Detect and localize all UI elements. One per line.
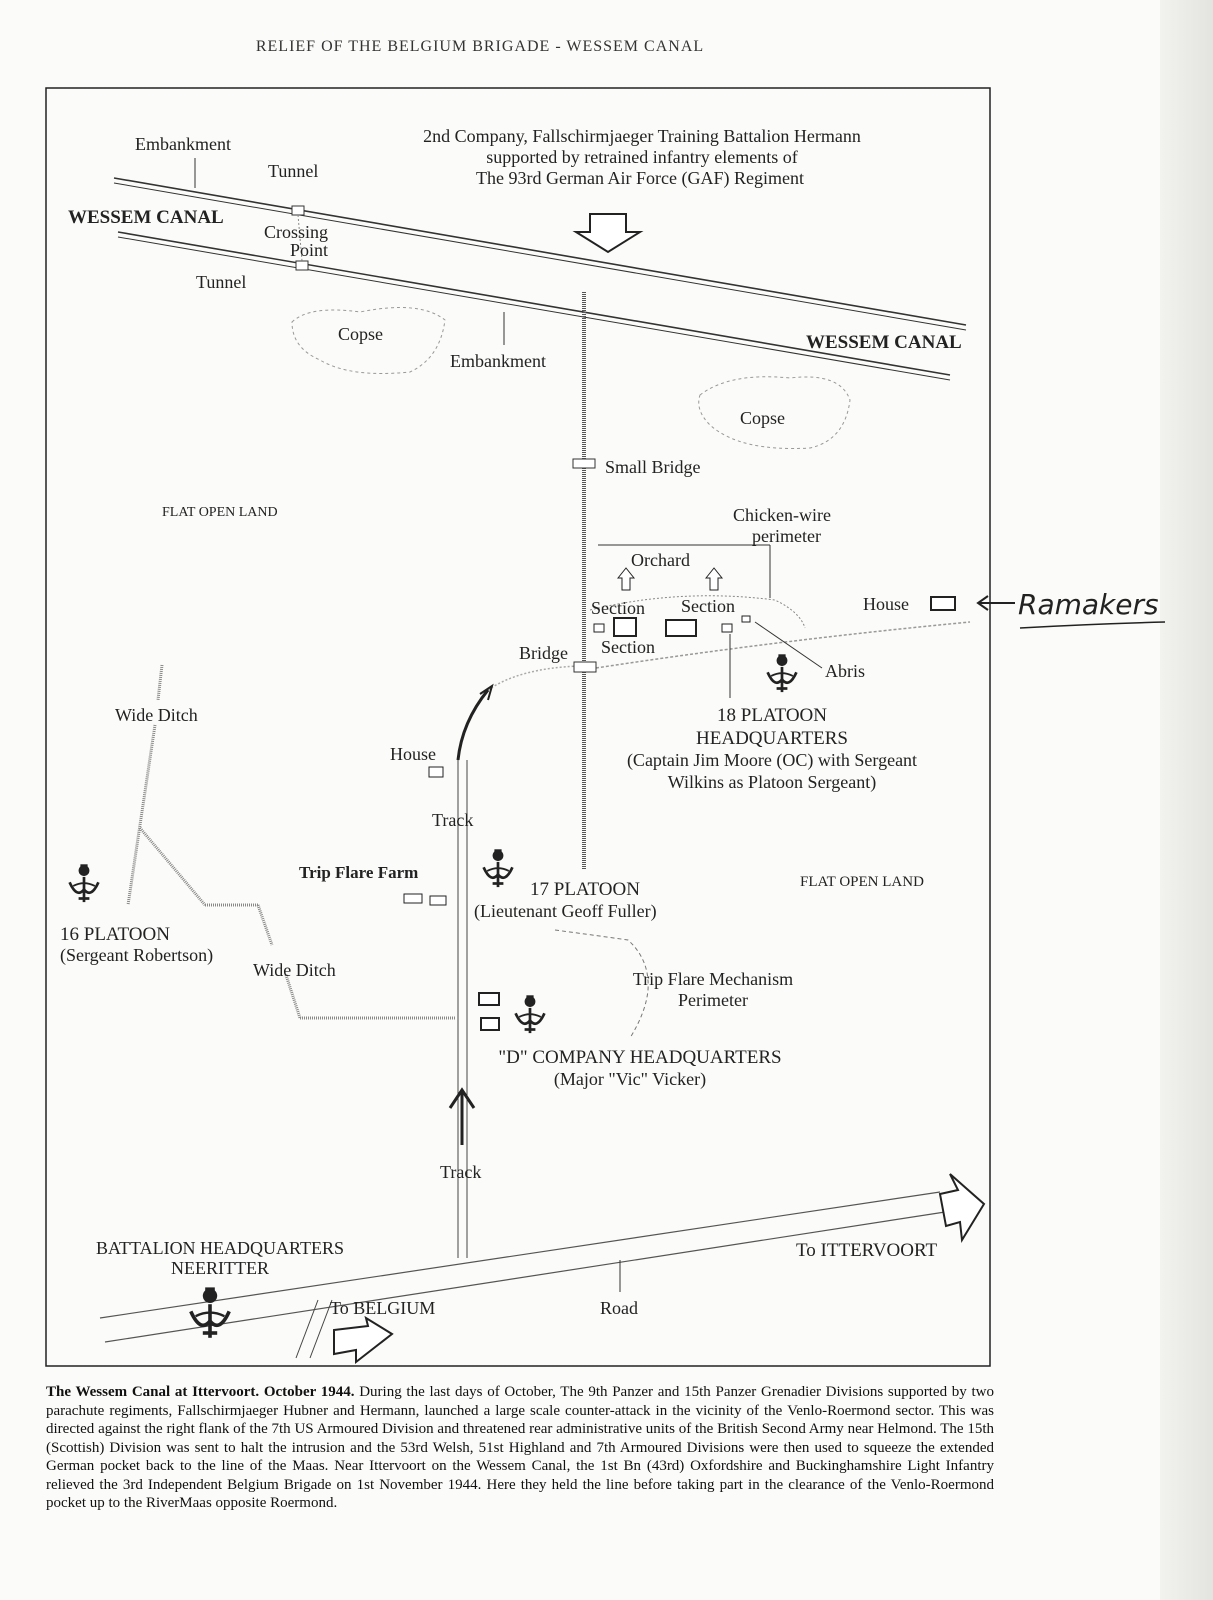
handwritten-arrow-icon bbox=[976, 595, 1015, 611]
track-to-bridge bbox=[487, 665, 581, 691]
main-road bbox=[99, 1191, 946, 1343]
platoon18-label-4: Wilkins as Platoon Sergeant) bbox=[668, 772, 876, 793]
track-label-bottom: Track bbox=[440, 1162, 481, 1182]
house-mid-label: House bbox=[390, 744, 436, 764]
house-right-marker bbox=[930, 596, 956, 611]
battalion-hq-label-2: NEERITTER bbox=[171, 1258, 269, 1278]
platoon18-label-2: HEADQUARTERS bbox=[696, 728, 848, 749]
d-company-hq-label-1: "D" COMPANY HEADQUARTERS bbox=[498, 1047, 781, 1068]
track-up-arrow-icon bbox=[448, 1087, 476, 1145]
trip-flare-farm-marker-2 bbox=[429, 895, 447, 906]
map-frame bbox=[45, 87, 991, 1367]
badge-d-company-icon bbox=[514, 993, 546, 1035]
wide-ditch-label-top: Wide Ditch bbox=[115, 705, 198, 725]
small-bridge-label: Small Bridge bbox=[605, 457, 701, 477]
copse-right-label: Copse bbox=[740, 408, 785, 428]
company-title-line-3: The 93rd German Air Force (GAF) Regiment bbox=[476, 168, 804, 189]
handwritten-underline bbox=[1019, 621, 1166, 629]
page-edge-shadow bbox=[1160, 0, 1213, 1600]
chicken-wire-label-1: Chicken-wire bbox=[733, 505, 831, 525]
wessem-canal-label-right: WESSEM CANAL bbox=[806, 332, 962, 353]
house-right-label: House bbox=[863, 594, 909, 614]
flat-open-land-left-label: FLAT OPEN LAND bbox=[162, 505, 278, 520]
section-position-1 bbox=[613, 617, 637, 637]
chicken-wire-perimeter bbox=[589, 595, 806, 629]
track-label-top: Track bbox=[432, 810, 473, 830]
copse-left-label: Copse bbox=[338, 324, 383, 344]
section-label-3: Section bbox=[601, 637, 655, 657]
road-to-belgium-left bbox=[295, 1299, 319, 1359]
company-title-line-2: supported by retrained infantry elements… bbox=[486, 147, 797, 167]
chicken-wire-label-2: perimeter bbox=[752, 526, 821, 546]
to-ittervoort-label: To ITTERVOORT bbox=[796, 1240, 938, 1261]
badge-18-platoon-icon bbox=[766, 652, 798, 694]
bridge-label: Bridge bbox=[519, 643, 568, 663]
section-position-2 bbox=[665, 619, 697, 637]
orchard-arrow-right-icon bbox=[704, 567, 724, 591]
map-figure: 2nd Company, Fallschirmjaeger Training B… bbox=[45, 87, 1166, 1367]
platoon16-label-2: (Sergeant Robertson) bbox=[60, 945, 213, 966]
company-title-line-1: 2nd Company, Fallschirmjaeger Training B… bbox=[423, 126, 861, 146]
main-track bbox=[456, 683, 494, 1258]
badge-17-platoon-icon bbox=[482, 847, 514, 889]
orchard-label: Orchard bbox=[631, 550, 690, 570]
badge-battalion-hq-icon bbox=[189, 1285, 231, 1340]
d-company-marker-2 bbox=[480, 1017, 500, 1031]
house-mid-marker bbox=[428, 766, 444, 778]
bridge-marker bbox=[573, 661, 597, 673]
tunnel-marker-bottom bbox=[295, 260, 309, 271]
abri-marker-1 bbox=[721, 623, 733, 633]
battalion-hq-label-1: BATTALION HEADQUARTERS bbox=[96, 1238, 344, 1258]
wide-ditch bbox=[126, 664, 456, 1020]
wessem-canal bbox=[113, 177, 967, 381]
map-caption: The Wessem Canal at Ittervoort. October … bbox=[46, 1383, 994, 1513]
embankment-label-top: Embankment bbox=[135, 134, 231, 154]
wide-ditch-label-bottom: Wide Ditch bbox=[253, 960, 336, 980]
badge-16-platoon-icon bbox=[68, 862, 100, 904]
platoon17-label-1: 17 PLATOON bbox=[530, 879, 640, 900]
d-company-marker-1 bbox=[478, 992, 500, 1006]
platoon18-label-3: (Captain Jim Moore (OC) with Sergeant bbox=[627, 750, 917, 771]
section-position-3 bbox=[593, 623, 605, 633]
platoon16-label-1: 16 PLATOON bbox=[60, 924, 170, 945]
page-header: RELIEF OF THE BELGIUM BRIGADE - WESSEM C… bbox=[255, 38, 705, 55]
trip-flare-perimeter bbox=[554, 929, 649, 1039]
abri-marker-2 bbox=[741, 615, 751, 623]
trip-flare-farm-marker-1 bbox=[403, 893, 423, 904]
to-belgium-label: To BELGIUM bbox=[330, 1298, 435, 1318]
road-label: Road bbox=[600, 1298, 638, 1318]
trip-flare-farm-label: Trip Flare Farm bbox=[299, 863, 418, 882]
ramakers-handwritten-label: Ramakers bbox=[1018, 588, 1159, 621]
tunnel-marker-top bbox=[291, 205, 305, 216]
caption-title: The Wessem Canal at Ittervoort. October … bbox=[46, 1384, 355, 1400]
platoon18-label-1: 18 PLATOON bbox=[717, 705, 827, 726]
trip-flare-mechanism-label-1: Trip Flare Mechanism bbox=[633, 969, 793, 989]
trip-flare-mechanism-label-2: Perimeter bbox=[678, 990, 748, 1010]
wessem-canal-label-left: WESSEM CANAL bbox=[68, 207, 224, 228]
platoon17-label-2: (Lieutenant Geoff Fuller) bbox=[474, 901, 657, 922]
abris-pointer bbox=[754, 621, 823, 669]
caption-body: During the last days of October, The 9th… bbox=[46, 1384, 994, 1511]
road-to-belgium-right bbox=[309, 1299, 333, 1359]
crossing-point-label-2: Point bbox=[290, 240, 328, 260]
tunnel-label-top: Tunnel bbox=[268, 161, 318, 181]
attack-arrow-icon bbox=[572, 213, 644, 254]
small-bridge-marker bbox=[572, 458, 596, 469]
section-label-2: Section bbox=[681, 596, 735, 616]
crossing-point-label-1: Crossing bbox=[264, 222, 328, 242]
d-company-hq-label-2: (Major "Vic" Vicker) bbox=[554, 1069, 706, 1090]
to-ittervoort-arrow-icon bbox=[938, 1173, 986, 1244]
road-to-house bbox=[595, 621, 971, 669]
to-belgium-arrow-icon bbox=[333, 1315, 394, 1365]
abris-label: Abris bbox=[825, 661, 865, 681]
orchard-arrow-left-icon bbox=[616, 567, 636, 591]
section-label-1: Section bbox=[591, 598, 645, 618]
tunnel-label-bottom: Tunnel bbox=[196, 272, 246, 292]
embankment-label-mid: Embankment bbox=[450, 351, 546, 371]
flat-open-land-right-label: FLAT OPEN LAND bbox=[800, 874, 924, 890]
